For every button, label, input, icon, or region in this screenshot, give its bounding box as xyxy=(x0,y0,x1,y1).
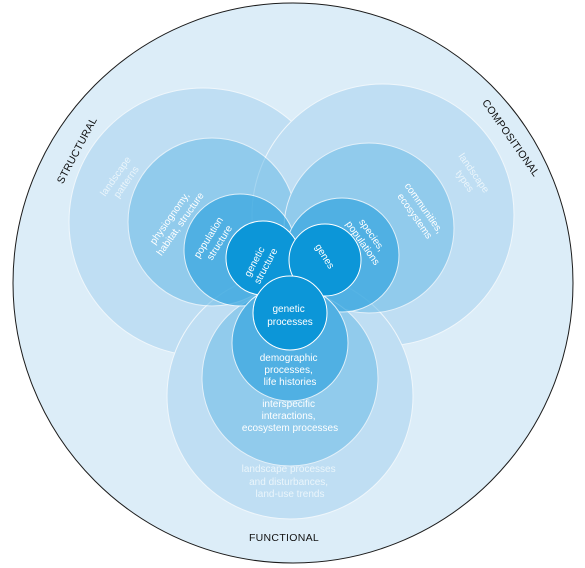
functional-genetic-label: genetic processes xyxy=(267,304,313,328)
functional-genetic-circle xyxy=(252,275,328,351)
functional-landscape-label: landscape processes and disturbances, la… xyxy=(242,464,339,500)
functional-community-label: interspecific interactions, ecosystem pr… xyxy=(242,399,338,434)
compositional-genetic-circle xyxy=(288,223,362,297)
functional-label: FUNCTIONAL xyxy=(249,532,319,544)
functional-population-label: demographic processes, life histories xyxy=(260,353,321,388)
